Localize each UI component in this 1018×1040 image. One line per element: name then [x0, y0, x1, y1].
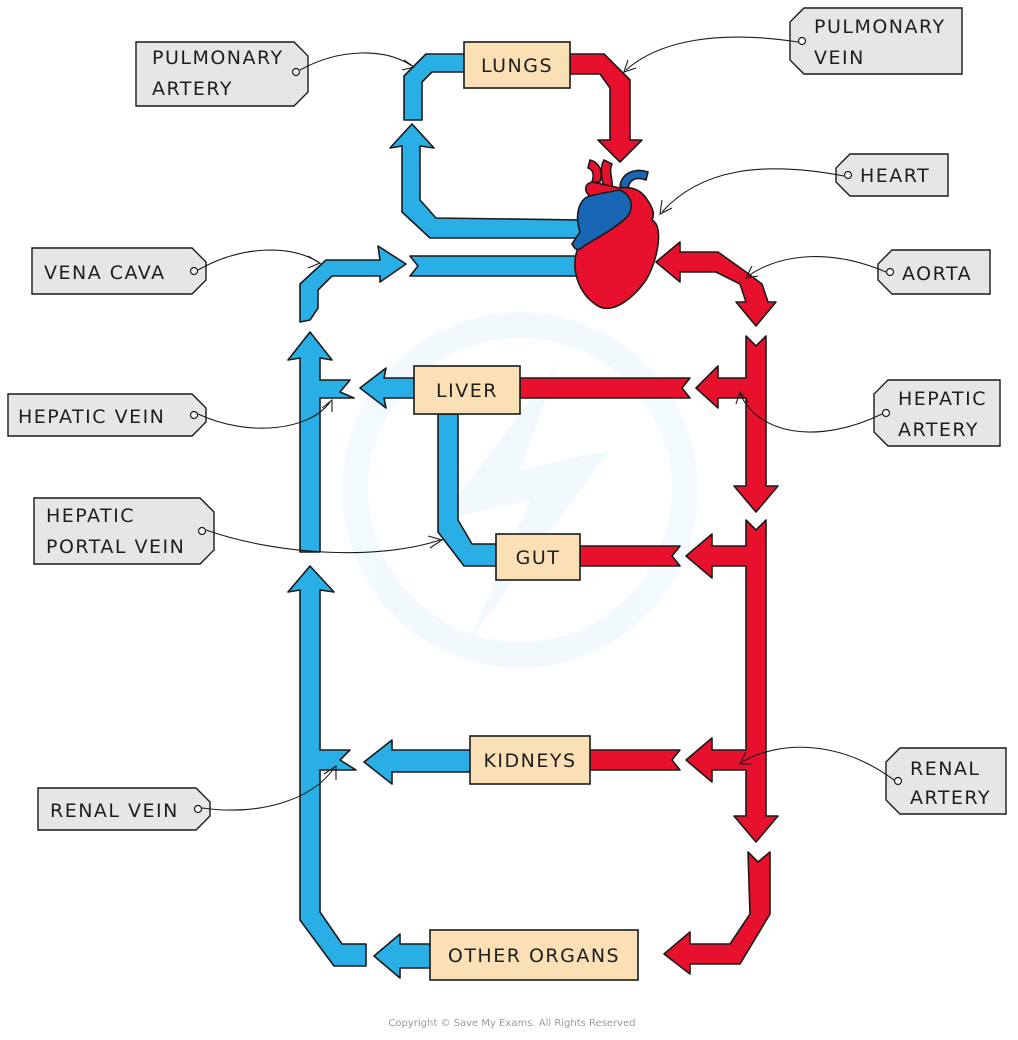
- tag-renal-artery-line1: RENAL: [910, 758, 981, 780]
- organ-liver: LIVER: [413, 365, 521, 415]
- tag-renal-artery: [885, 747, 1007, 815]
- tag-renal-artery-line2: ARTERY: [910, 787, 991, 809]
- tag-vena-cava: [31, 247, 207, 295]
- tag-aorta: [877, 249, 991, 295]
- renal-artery-branch: [589, 749, 681, 771]
- copyright-text: Copyright © Save My Exams. All Rights Re…: [388, 1018, 635, 1029]
- tag-renal-vein-text: RENAL VEIN: [50, 800, 179, 822]
- main-vein-lower: [287, 565, 367, 967]
- watermark-logo: [342, 312, 698, 668]
- oxygenated-vessels: [519, 53, 779, 975]
- tag-vena-cava-text: VENA CAVA: [44, 262, 166, 284]
- pointer-aorta: [747, 256, 887, 277]
- tag-heart-text: HEART: [860, 165, 930, 187]
- tag-pulmonary-vein-line2: VEIN: [814, 47, 865, 69]
- gut-artery-branch: [579, 545, 681, 567]
- pulmonary-vein-vessel: [569, 53, 643, 163]
- organ-kidneys: KIDNEYS: [469, 735, 591, 785]
- artery-segment-3: [663, 851, 771, 975]
- pointer-vena-cava: [197, 249, 319, 271]
- organ-lungs: LUNGS: [463, 41, 571, 89]
- pointer-renal-artery: [741, 746, 895, 781]
- deoxygenated-vessels: [287, 53, 583, 979]
- tag-hepatic-artery-line2: ARTERY: [898, 419, 979, 441]
- organ-gut-label: GUT: [516, 547, 561, 569]
- pointer-hepatic-artery: [739, 393, 883, 433]
- tag-hepatic-artery: [873, 379, 1001, 447]
- organ-other-organs-label: OTHER ORGANS: [448, 945, 620, 967]
- tag-pulmonary-vein-line1: PULMONARY: [814, 16, 946, 38]
- hepatic-artery-branch: [519, 377, 691, 399]
- tag-heart: [835, 153, 949, 197]
- pointer-renal-vein: [201, 767, 335, 811]
- pulmonary-artery-to-lungs: [403, 53, 465, 121]
- tag-hepatic-portal-vein: [33, 497, 215, 565]
- artery-segment-1: [695, 335, 779, 513]
- pointer-hepatic-portal-vein: [205, 529, 441, 554]
- tag-hepatic-vein-text: HEPATIC VEIN: [18, 406, 165, 428]
- tag-hepatic-vein: [7, 393, 207, 437]
- pointer-pulmonary-vein: [625, 36, 799, 71]
- heart-icon: [571, 159, 660, 310]
- tag-pulmonary-artery-line1: PULMONARY: [152, 47, 284, 69]
- tag-pulmonary-artery: [135, 41, 309, 107]
- tag-pulmonary-artery-line2: ARTERY: [152, 78, 233, 100]
- vena-cava-arrow: [299, 245, 407, 323]
- other-organs-vein-arrow: [373, 933, 431, 979]
- pulmonary-artery-vessel: [389, 123, 583, 239]
- tag-aorta-text: AORTA: [902, 263, 972, 285]
- main-vein-upper: [287, 331, 355, 553]
- organ-liver-label: LIVER: [436, 380, 498, 402]
- organ-other-organs: OTHER ORGANS: [429, 929, 639, 981]
- tag-renal-vein: [37, 787, 211, 831]
- pointer-pulmonary-artery: [299, 52, 413, 71]
- organ-lungs-label: LUNGS: [481, 55, 553, 77]
- organ-kidneys-label: KIDNEYS: [483, 750, 576, 772]
- pointer-hepatic-vein: [197, 401, 331, 429]
- hepatic-vein-arrow: [359, 367, 415, 409]
- artery-segment-2: [685, 519, 779, 843]
- aorta-vessel: [655, 241, 777, 327]
- tag-hepatic-portal-vein-line2: PORTAL VEIN: [46, 536, 185, 558]
- vena-cava-vessel: [409, 255, 583, 277]
- pointer-heart: [661, 168, 845, 213]
- tag-hepatic-artery-line1: HEPATIC: [898, 388, 987, 410]
- tag-pulmonary-vein: [789, 7, 963, 75]
- tag-hepatic-portal-vein-line1: HEPATIC: [46, 505, 135, 527]
- organ-gut: GUT: [495, 533, 581, 581]
- renal-vein-arrow: [363, 739, 471, 785]
